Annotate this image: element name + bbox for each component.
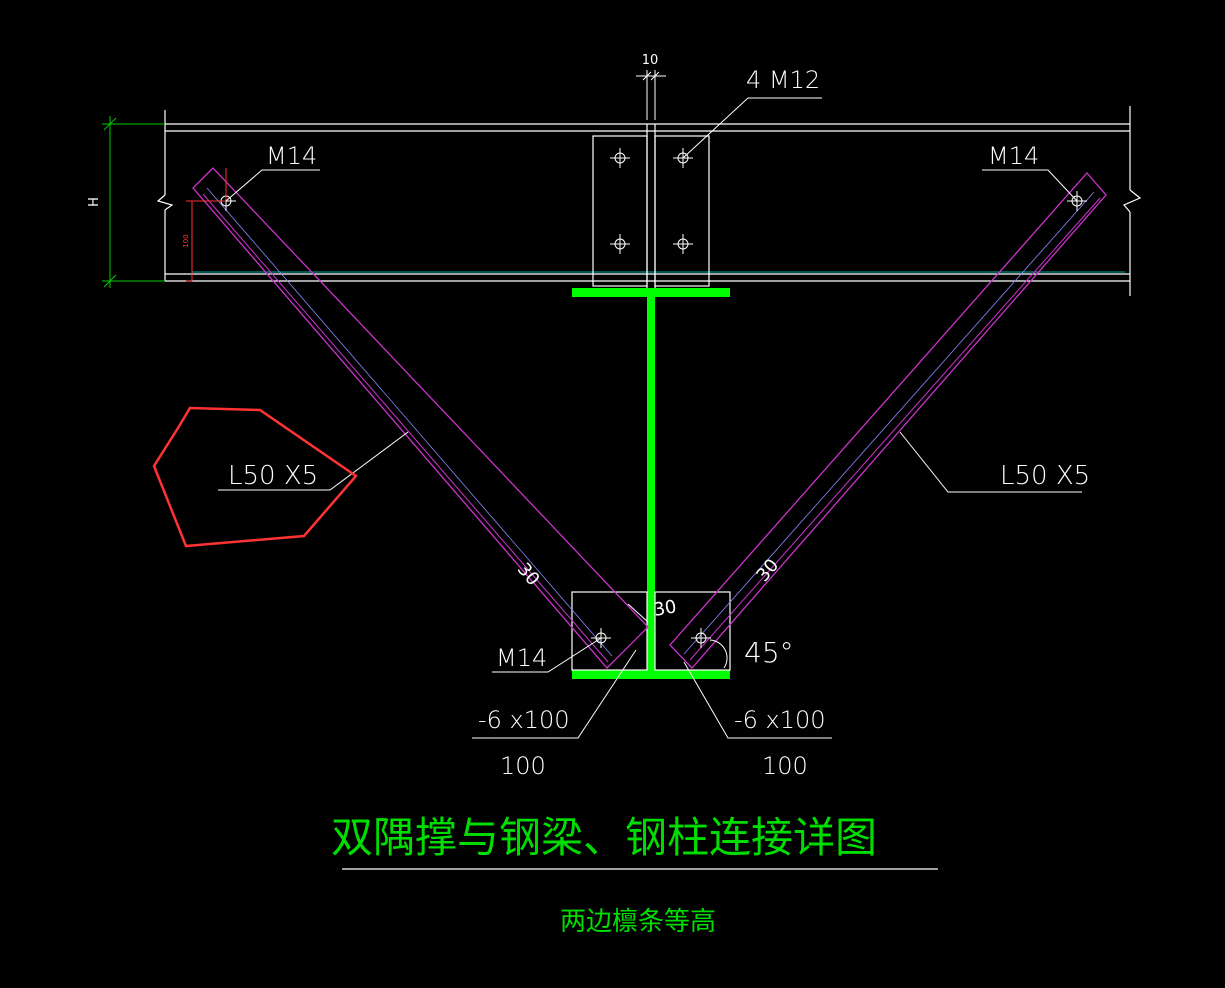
angle-brace-left — [192, 167, 649, 669]
dimension-30-center — [627, 603, 649, 623]
label-plate-right-size: -6 x100 — [734, 706, 826, 734]
angle-brace-right — [669, 172, 1107, 669]
label-angle-left: L50 X5 — [228, 461, 318, 491]
angle-arc — [709, 639, 728, 669]
label-bolts-top: 4 M12 — [746, 66, 820, 94]
dimension-10-label: 10 — [642, 53, 659, 68]
dimension-100-small-label: 100 — [182, 234, 190, 247]
drawing-title: 双隅撑与钢梁、钢柱连接详图 — [331, 813, 877, 862]
bolt-crosshair-icon — [610, 148, 693, 254]
dimension-h-label: H — [87, 197, 102, 207]
revision-cloud — [152, 406, 358, 548]
steel-column — [572, 288, 730, 679]
label-bolt-left-top: M14 — [266, 142, 317, 170]
dimension-h — [102, 116, 165, 288]
label-angle-right: L50 X5 — [1000, 461, 1090, 491]
leader-lines — [218, 97, 1082, 739]
break-line-icon — [156, 194, 174, 211]
label-plate-left-length: 100 — [500, 752, 546, 780]
gusset-plates — [571, 591, 731, 671]
splice-plates — [592, 124, 710, 290]
drawing-subtitle: 两边檩条等高 — [560, 907, 716, 937]
break-line-icon — [1123, 189, 1142, 213]
label-edge-center: 30 — [652, 596, 678, 621]
label-bolt-bottom: M14 — [496, 644, 547, 672]
dimension-10 — [636, 70, 666, 120]
label-angle-degree: 45° — [744, 636, 794, 669]
label-plate-left-size: -6 x100 — [478, 706, 570, 734]
dimension-100-small — [186, 168, 227, 282]
label-bolt-right-top: M14 — [988, 142, 1039, 170]
label-plate-right-length: 100 — [762, 752, 808, 780]
